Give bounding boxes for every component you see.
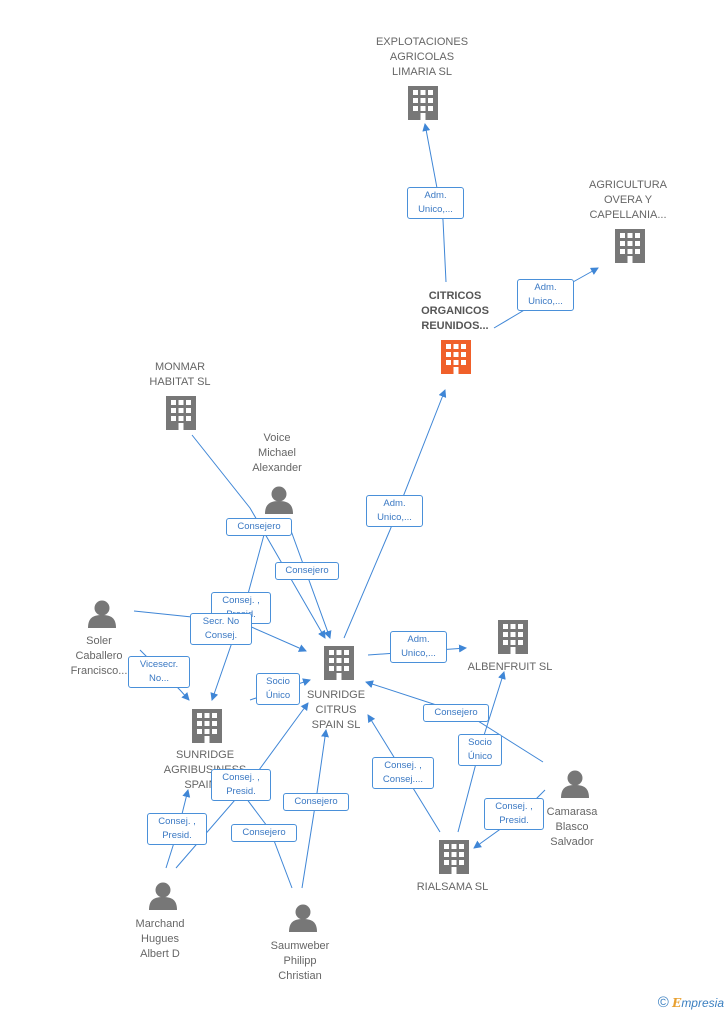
- edge-label-consejero[interactable]: Consejero: [226, 518, 292, 536]
- building-icon-sunridge-agri: [192, 709, 222, 743]
- edge-label-secr-no-consej[interactable]: Secr. No Consej.: [190, 613, 252, 645]
- edge-label-consej-presid[interactable]: Consej. , Presid.: [147, 813, 207, 845]
- node-label-camarasa[interactable]: Camarasa Blasco Salvador: [546, 806, 598, 848]
- node-label-monmar[interactable]: MONMAR HABITAT SL: [149, 361, 211, 388]
- edge-label-adm-unico[interactable]: Adm. Unico,...: [366, 495, 423, 527]
- node-label-soler[interactable]: Soler Caballero Francisco...: [70, 635, 128, 677]
- edge-label-consej-presid[interactable]: Consej. , Presid.: [484, 798, 544, 830]
- edge-label-consej-presid[interactable]: Consej. , Presid.: [211, 769, 271, 801]
- edge-label-consejero[interactable]: Consejero: [283, 793, 349, 811]
- person-icon-soler: [88, 600, 116, 628]
- edge-label-socio-unico[interactable]: Socio Único: [458, 734, 502, 766]
- edge-line: [289, 527, 332, 639]
- building-icon-rialsama: [439, 840, 469, 874]
- node-label-citricos[interactable]: CITRICOS ORGANICOS REUNIDOS...: [421, 290, 489, 332]
- node-label-rialsama[interactable]: RIALSAMA SL: [416, 881, 489, 893]
- person-icon-camarasa: [561, 770, 589, 798]
- edge-line: [191, 434, 326, 639]
- person-icon-voice: [265, 486, 293, 514]
- edge-label-consejero[interactable]: Consejero: [275, 562, 339, 580]
- building-icon-agricultura: [615, 229, 645, 263]
- person-icon-marchand: [149, 882, 177, 910]
- edge-line: [365, 680, 544, 763]
- edge-label-consej-consej[interactable]: Consej. , Consej....: [372, 757, 434, 789]
- node-label-explotaciones[interactable]: EXPLOTACIONES AGRICOLAS LIMARIA SL: [375, 36, 469, 78]
- building-icon-citricos: [441, 340, 471, 374]
- edge-label-vicesecr[interactable]: Vicesecr. No...: [128, 656, 190, 688]
- node-label-saumweber[interactable]: Saumweber Philipp Christian: [270, 940, 330, 982]
- edge-line: [422, 123, 447, 283]
- building-icon-albenfruit: [498, 620, 528, 654]
- node-label-agricultura[interactable]: AGRICULTURA OVERA Y CAPELLANIA...: [588, 179, 668, 221]
- brand-initial: E: [672, 996, 682, 1010]
- edge-label-socio-unico[interactable]: Socio Único: [256, 673, 300, 705]
- edge-label-adm-unico[interactable]: Adm. Unico,...: [390, 631, 447, 663]
- empresia-logo: © Empresia: [658, 994, 724, 1011]
- building-icon-sunridge-citrus: [324, 646, 354, 680]
- edge-label-adm-unico[interactable]: Adm. Unico,...: [517, 279, 574, 311]
- node-label-voice[interactable]: Voice Michael Alexander: [252, 432, 302, 474]
- node-label-albenfruit[interactable]: ALBENFRUIT SL: [467, 661, 553, 673]
- building-icon-monmar: [166, 396, 196, 430]
- brand-name: mpresia: [681, 996, 724, 1010]
- node-label-marchand[interactable]: Marchand Hugues Albert D: [135, 918, 185, 960]
- edge-label-adm-unico[interactable]: Adm. Unico,...: [407, 187, 464, 219]
- edge-label-consejero[interactable]: Consejero: [231, 824, 297, 842]
- person-icon-saumweber: [289, 904, 317, 932]
- building-icon-explotaciones: [408, 86, 438, 120]
- node-label-sunridge-citrus[interactable]: SUNRIDGE CITRUS SPAIN SL: [306, 689, 366, 731]
- edge-line: [343, 389, 447, 639]
- edge-label-consejero[interactable]: Consejero: [423, 704, 489, 722]
- copyright-symbol: ©: [657, 994, 669, 1011]
